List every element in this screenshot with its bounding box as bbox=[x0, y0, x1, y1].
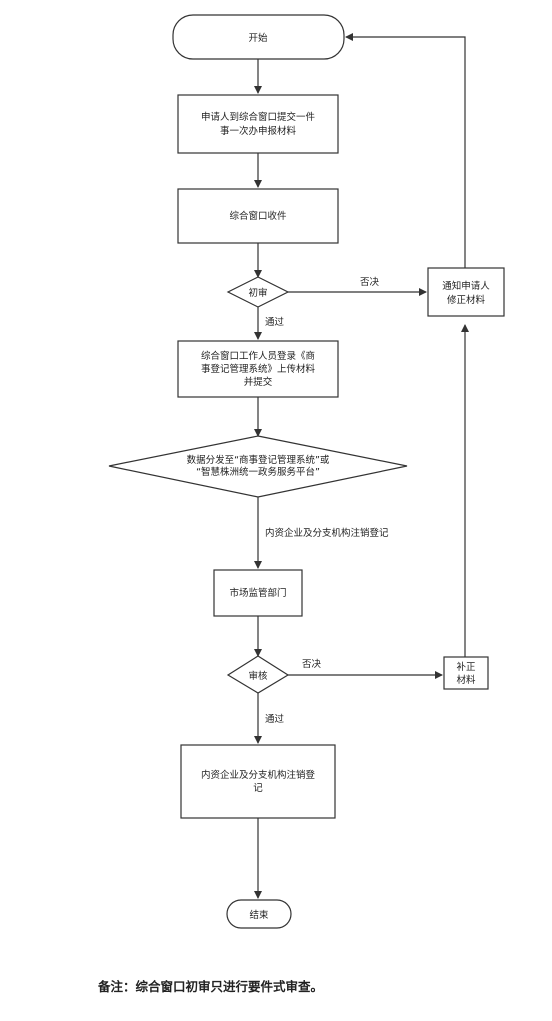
text-line: 记 bbox=[253, 782, 263, 794]
edge-label-pass-audit: 通过 bbox=[265, 713, 285, 725]
node-labels: 开始 申请人到综合窗口提交一件事一次办申报材料 综合窗口收件 初审 通知申请人修… bbox=[187, 32, 491, 921]
edge-labels: 否决 通过 内资企业及分支机构注销登记 否决 通过 bbox=[265, 276, 389, 725]
arrow-notify-to-start bbox=[345, 33, 466, 268]
text-line: 并提交 bbox=[244, 376, 273, 388]
node-start bbox=[172, 14, 345, 60]
node-first-review-label: 初审 bbox=[248, 287, 267, 299]
text-line: 事一次办申报材料 bbox=[220, 125, 297, 137]
node-register-label: 内资企业及分支机构注销登记 bbox=[201, 769, 316, 794]
node-first-review bbox=[226, 276, 290, 308]
node-market bbox=[213, 569, 303, 617]
node-apply bbox=[177, 94, 339, 154]
text-line: “智慧株洲统一政务服务平台” bbox=[196, 466, 320, 478]
text-line: 审核 bbox=[248, 670, 268, 682]
edge-label-reject-audit: 否决 bbox=[302, 658, 322, 670]
text-line: 修正材料 bbox=[447, 294, 486, 306]
footnote: 备注：综合窗口初审只进行要件式审查。 bbox=[98, 979, 324, 994]
flowchart: 开始 申请人到综合窗口提交一件事一次办申报材料 综合窗口收件 初审 通知申请人修… bbox=[108, 14, 505, 929]
node-supplement bbox=[443, 656, 489, 690]
text-line: 综合窗口工作人员登录《商 bbox=[201, 350, 315, 362]
text-line: 通知申请人 bbox=[442, 280, 490, 292]
node-end-label: 结束 bbox=[249, 909, 269, 921]
node-dispatch-label: 数据分发至“商事登记管理系统”或“智慧株洲统一政务服务平台” bbox=[187, 454, 330, 478]
node-market-label: 市场监管部门 bbox=[229, 587, 286, 599]
text-line: 事登记管理系统》上传材料 bbox=[201, 363, 316, 375]
text-line: 补正 bbox=[456, 661, 476, 673]
node-receive-label: 综合窗口收件 bbox=[229, 210, 287, 222]
node-dispatch bbox=[108, 435, 408, 498]
node-end bbox=[226, 899, 292, 929]
node-upload-label: 综合窗口工作人员登录《商事登记管理系统》上传材料并提交 bbox=[201, 350, 316, 388]
text-line: 结束 bbox=[249, 909, 269, 921]
edge-label-branch: 内资企业及分支机构注销登记 bbox=[265, 527, 389, 539]
node-apply-label: 申请人到综合窗口提交一件事一次办申报材料 bbox=[201, 111, 316, 137]
node-audit-label: 审核 bbox=[248, 670, 268, 682]
nodes bbox=[108, 14, 505, 929]
node-register bbox=[180, 744, 336, 819]
edge-label-pass-first: 通过 bbox=[265, 316, 285, 328]
node-start-label: 开始 bbox=[248, 32, 268, 44]
node-receive bbox=[177, 188, 339, 244]
text-line: 综合窗口收件 bbox=[229, 210, 287, 222]
node-audit bbox=[226, 655, 290, 694]
text-line: 内资企业及分支机构注销登 bbox=[201, 769, 316, 781]
text-line: 初审 bbox=[248, 287, 267, 299]
text-line: 材料 bbox=[456, 674, 476, 686]
text-line: 申请人到综合窗口提交一件 bbox=[201, 111, 316, 123]
connectors bbox=[254, 33, 469, 899]
text-line: 市场监管部门 bbox=[229, 587, 286, 599]
node-supplement-label: 补正材料 bbox=[456, 661, 476, 686]
node-notify-label: 通知申请人修正材料 bbox=[442, 280, 490, 306]
node-notify bbox=[427, 267, 505, 317]
edge-label-reject-first: 否决 bbox=[360, 276, 380, 288]
text-line: 数据分发至“商事登记管理系统”或 bbox=[187, 454, 330, 466]
text-line: 开始 bbox=[248, 32, 268, 44]
node-upload bbox=[177, 340, 339, 398]
